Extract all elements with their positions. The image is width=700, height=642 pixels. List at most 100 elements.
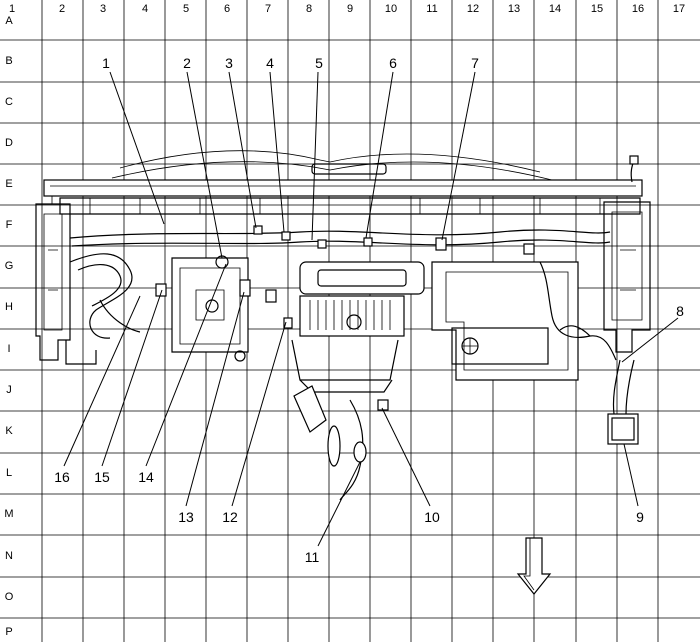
leader-11 (317, 461, 361, 547)
column-label: 15 (591, 3, 603, 15)
remote-module-face (611, 417, 635, 441)
row-label: P (5, 626, 12, 638)
leader-14 (145, 263, 227, 467)
connector (435, 237, 447, 251)
left-end-bracket (35, 203, 71, 361)
callout-5: 5 (315, 55, 323, 71)
callout-9: 9 (636, 509, 644, 525)
hvac-module-fins (309, 300, 391, 330)
row-label: C (5, 96, 13, 108)
row-label: K (5, 425, 13, 437)
callout-1: 1 (102, 55, 110, 71)
column-label: 14 (549, 3, 561, 15)
leader-7 (441, 71, 476, 241)
leader-3 (228, 71, 257, 229)
leader-2 (186, 71, 223, 259)
accelerator-linkage (339, 399, 364, 501)
leader-10 (381, 407, 431, 507)
hvac-module (299, 295, 405, 337)
callout-labels: 1 2 3 4 5 6 7 8 9 10 11 12 13 14 15 16 (54, 55, 684, 565)
leader-9 (623, 443, 639, 507)
row-label: G (5, 260, 14, 272)
connector (283, 317, 293, 329)
lower-bracket-arm (299, 379, 393, 393)
leader-13 (185, 291, 245, 507)
blower-housing (431, 261, 579, 381)
connector (317, 239, 327, 249)
column-label: 12 (467, 3, 479, 15)
column-label: 17 (673, 3, 685, 15)
pedal-pad (327, 425, 341, 467)
connector (239, 279, 251, 297)
row-label: B (5, 55, 12, 67)
accelerator-sensor (353, 441, 367, 463)
callout-15: 15 (94, 469, 110, 485)
dashboard-top-arc-inner (111, 161, 553, 181)
leader-5 (311, 71, 319, 241)
callout-6: 6 (389, 55, 397, 71)
leader-8 (621, 317, 679, 363)
connector (253, 225, 263, 235)
brake-pedal (293, 385, 327, 433)
row-label: H (5, 301, 13, 313)
callout-12: 12 (222, 509, 238, 525)
main-harness-run (69, 229, 611, 239)
callout-3: 3 (225, 55, 233, 71)
leader-12 (231, 321, 287, 507)
passenger-harness (539, 261, 617, 361)
hvac-actuator (346, 314, 362, 330)
main-harness-run-2 (71, 239, 611, 247)
connector (523, 243, 535, 255)
column-label: 5 (183, 3, 189, 15)
column-label: 9 (347, 3, 353, 15)
cross-car-beam (43, 179, 643, 197)
row-label: D (5, 137, 13, 149)
right-end-bracket (603, 201, 651, 353)
row-label: E (5, 178, 12, 190)
row-label: O (5, 591, 14, 603)
column-label: 1 (9, 3, 15, 15)
left-harness-loop-2 (77, 264, 122, 307)
callout-leaders (63, 71, 679, 547)
callout-11: 11 (305, 549, 320, 565)
blower-housing-detail (445, 271, 569, 371)
row-label: A (5, 15, 13, 27)
row-label: L (6, 467, 12, 479)
leader-1 (109, 71, 165, 225)
column-labels: 1 2 3 4 5 6 7 8 9 10 11 12 13 14 15 16 1… (9, 3, 685, 15)
beam-ribs (89, 198, 601, 214)
column-label: 3 (100, 3, 106, 15)
callout-2: 2 (183, 55, 191, 71)
column-label: 8 (306, 3, 312, 15)
remote-module-lead (612, 359, 621, 415)
connector (265, 289, 277, 303)
callout-8: 8 (676, 303, 684, 319)
callout-14: 14 (138, 469, 154, 485)
row-label: M (4, 508, 13, 520)
column-label: 16 (632, 3, 644, 15)
row-labels: A B C D E F G H I J K L M N O P (4, 15, 13, 638)
connector (377, 399, 389, 411)
column-label: 6 (224, 3, 230, 15)
row-label: N (5, 550, 13, 562)
column-label: 10 (385, 3, 397, 15)
left-harness-down (99, 299, 141, 333)
callout-7: 7 (471, 55, 479, 71)
instrument-panel-assembly (35, 150, 651, 501)
right-top-clip (629, 155, 639, 165)
callout-4: 4 (266, 55, 274, 71)
passenger-harness-2 (559, 325, 591, 337)
column-label: 2 (59, 3, 65, 15)
dashboard-top-arc (119, 150, 541, 173)
lower-pedal-bracket (291, 339, 399, 381)
connector (155, 283, 167, 297)
callout-10: 10 (424, 509, 440, 525)
column-label: 4 (142, 3, 148, 15)
left-harness-loop (69, 253, 133, 339)
hvac-outlet (317, 269, 407, 287)
row-label: F (6, 219, 13, 231)
callout-16: 16 (54, 469, 70, 485)
module-connector (234, 350, 246, 362)
left-lower-strap (65, 340, 97, 365)
